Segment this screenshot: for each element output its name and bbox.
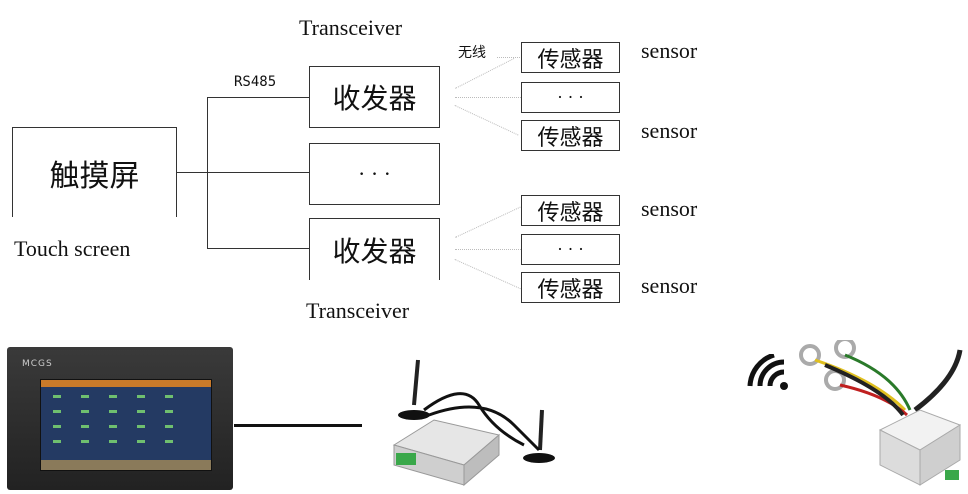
sensor-box-ellipsis: · · · (521, 82, 620, 113)
sensor-box: 传感器 (521, 195, 620, 226)
transceiver-label-bottom: Transceiver (306, 298, 410, 323)
sensor-box: 传感器 (521, 272, 620, 303)
bus-label: RS485 (234, 74, 277, 90)
wireless-link (455, 249, 521, 250)
transceiver-ellipsis: · · · (358, 161, 391, 186)
wireless-link (455, 206, 521, 238)
transceiver-device-image (392, 359, 555, 487)
wireless-link (454, 259, 521, 290)
wifi-icon (747, 354, 788, 390)
transceiver-box-2: 收发器 (309, 218, 440, 280)
transceiver-box-ellipsis: · · · (309, 143, 440, 205)
transceiver-1-label: 收发器 (332, 84, 417, 115)
sensor-ellipsis: · · · (557, 87, 584, 107)
sensor-ellipsis: · · · (557, 239, 584, 259)
bus-vertical (207, 97, 208, 248)
transceiver-2-label: 收发器 (332, 236, 417, 268)
sensor-label-cn: 传感器 (537, 124, 604, 150)
wireless-link (497, 57, 522, 58)
sensor-device-image (799, 340, 963, 486)
device-connection-line (234, 424, 362, 427)
wireless-link (454, 105, 519, 136)
transceiver-box-1: 收发器 (309, 66, 440, 128)
touch-screen-node: 触摸屏 (12, 127, 177, 217)
bus-branch-top (207, 97, 309, 98)
device-brand: MCGS (22, 359, 53, 369)
sensor-label-en: sensor (641, 196, 698, 221)
touch-screen-label-cn: 触摸屏 (49, 159, 140, 193)
sensor-label-en: sensor (641, 273, 698, 298)
sensor-label-cn: 传感器 (537, 199, 604, 225)
sensor-label-en: sensor (641, 118, 698, 143)
wireless-label: 无线 (458, 45, 486, 61)
touch-screen-device-image: MCGS (7, 347, 233, 490)
sensor-box-ellipsis: · · · (521, 234, 620, 265)
transceiver-label-top: Transceiver (299, 15, 403, 40)
sensor-label-en: sensor (641, 38, 698, 63)
bus-trunk-horizontal (177, 172, 309, 173)
bus-branch-bottom (207, 248, 309, 249)
sensor-label-cn: 传感器 (537, 276, 604, 302)
sensor-label-cn: 传感器 (537, 46, 604, 72)
wireless-link (455, 58, 515, 89)
touch-screen-label-en: Touch screen (14, 236, 131, 261)
device-display (40, 379, 212, 471)
sensor-box: 传感器 (521, 120, 620, 151)
sensor-box: 传感器 (521, 42, 620, 73)
device-display-grid-icon (41, 395, 211, 470)
wireless-link (455, 97, 521, 98)
